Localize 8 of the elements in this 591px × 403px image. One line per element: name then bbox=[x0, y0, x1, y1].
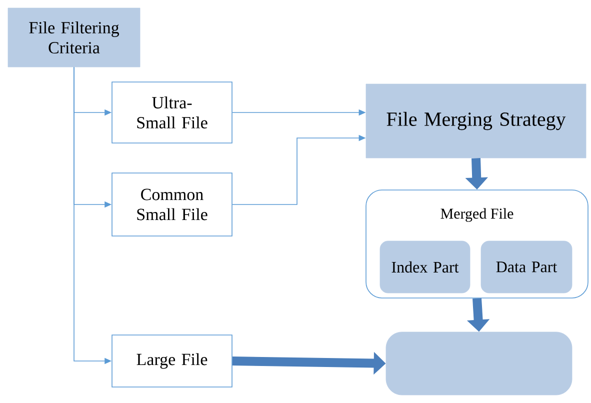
criteria-box: File Filtering Criteria bbox=[8, 8, 140, 68]
storage-box bbox=[386, 332, 572, 396]
file-box: Common Small File bbox=[112, 172, 232, 236]
file-box: Ultra-Small File bbox=[112, 82, 232, 144]
file-box: Large File bbox=[112, 334, 232, 388]
part-box: Data Part bbox=[480, 240, 572, 294]
part-box: Index Part bbox=[380, 240, 470, 294]
strategy-box: File Merging Strategy bbox=[366, 84, 586, 158]
